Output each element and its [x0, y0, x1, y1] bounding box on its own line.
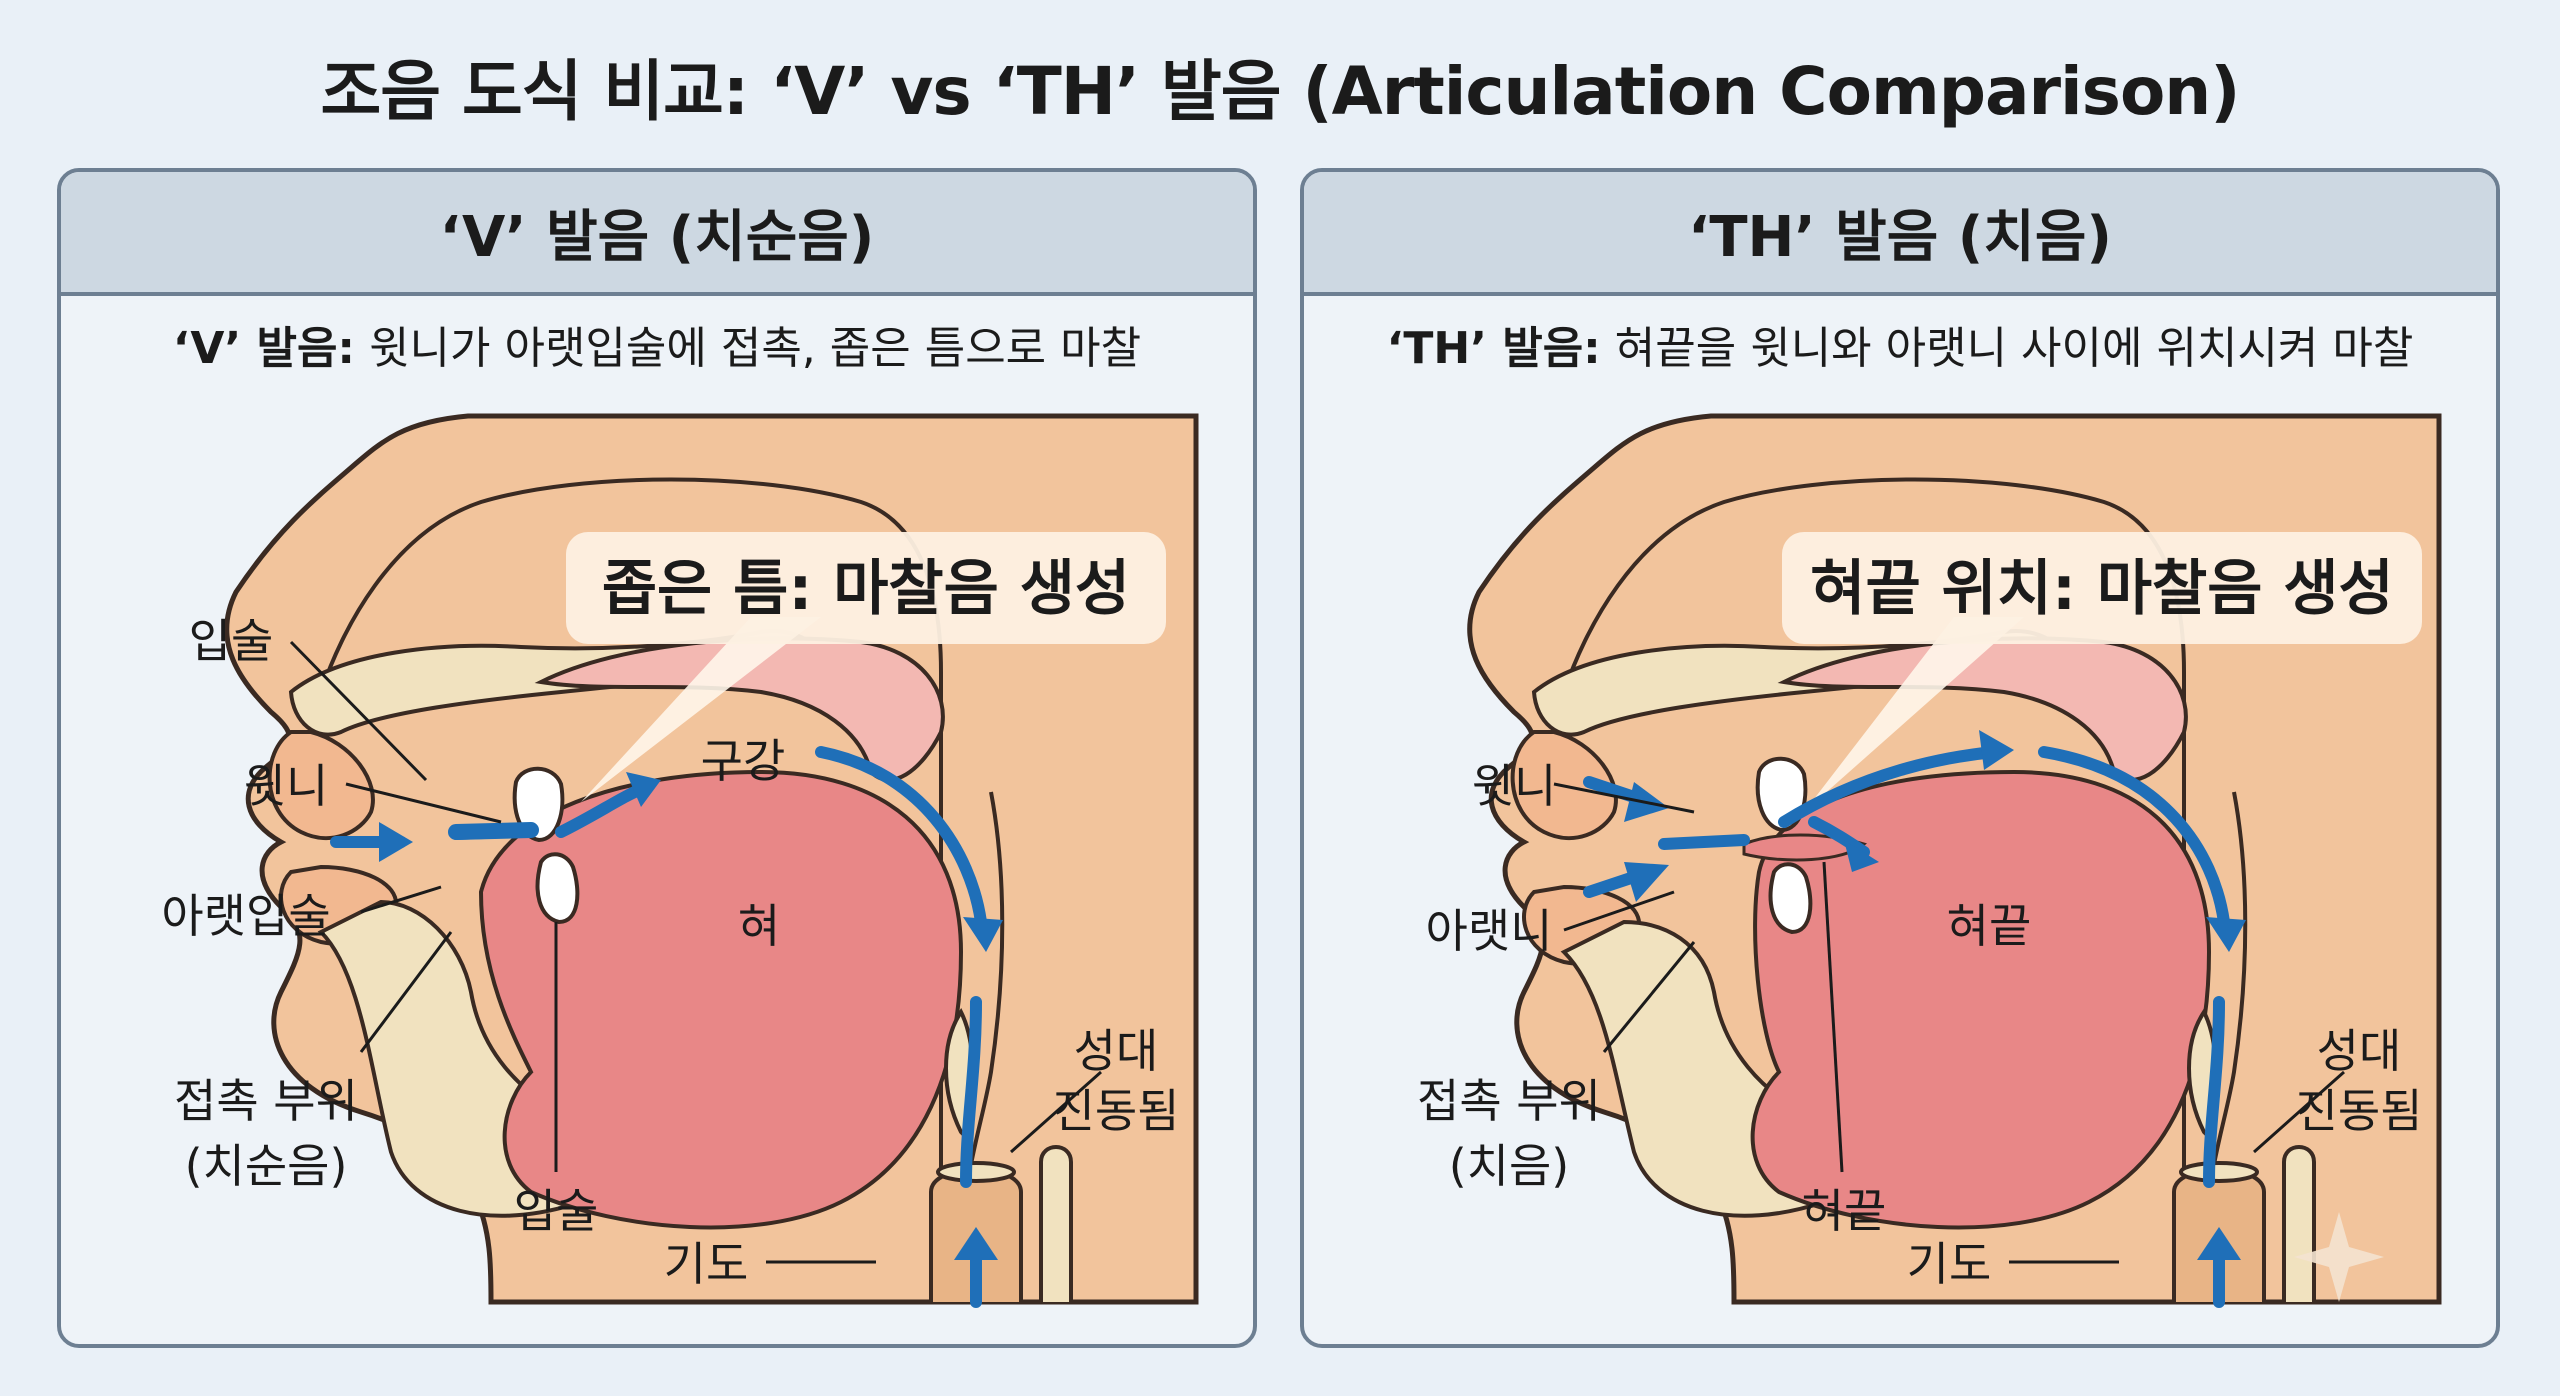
v-arrowhead-1 [379, 822, 413, 862]
sparkle-icon [2294, 1212, 2384, 1302]
th-articulation-diagram: 혀끝 위치: 마찰음 생성 윗니 아랫 [1417, 413, 2442, 1308]
th-callout-beam [1804, 617, 2024, 812]
v-arrowhead-2 [626, 772, 661, 807]
v-label-vocal-2: 진동됨 [1053, 1084, 1180, 1138]
v-label-vocal-1: 성대 [1074, 1024, 1159, 1078]
th-description-term: ‘TH’ 발음: [1386, 323, 1601, 374]
th-label-tongue-tip-bottom: 혀끝 [1802, 1184, 1887, 1238]
v-tongue [478, 769, 964, 1230]
th-leader-lower-teeth [1563, 890, 1675, 932]
th-label-contact-1: 접촉 부위 [1417, 1074, 1601, 1128]
v-leader-lines [289, 640, 1102, 1264]
th-label-airway: 기도 [1907, 1237, 1992, 1291]
th-airflow-pharynx [2203, 996, 2225, 1188]
th-arrowhead-4 [1979, 730, 2014, 770]
v-air-slit [448, 822, 539, 840]
th-callout-box [1782, 532, 2422, 644]
th-lower-tooth [1768, 862, 1813, 935]
v-label-contact-1: 접촉 부위 [174, 1074, 358, 1128]
v-leader-lips-top [289, 640, 428, 782]
th-arrowhead-2 [1624, 862, 1669, 902]
th-label-upper-teeth: 윗니 [1472, 759, 1557, 813]
th-arrowhead-5 [2206, 917, 2246, 952]
th-description-text: 혀끝을 윗니와 아랫니 사이에 위치시켜 마찰 [1600, 323, 2414, 374]
th-airflow-heads [1624, 730, 2246, 1260]
v-airflow-palate [815, 746, 987, 928]
th-airflow-slit [1658, 834, 1750, 850]
th-arrowhead-3 [1844, 840, 1879, 872]
th-leader-upper-teeth [1553, 782, 1695, 814]
th-label-lower-teeth: 아랫니 [1426, 904, 1553, 958]
v-panel-description: ‘V’ 발음: 윗니가 아랫입술에 접촉, 좁은 틈으로 마찰 [61, 312, 1253, 376]
v-leader-contact [359, 931, 453, 1053]
v-upper-lip [267, 730, 375, 841]
v-label-upper-teeth: 윗니 [244, 759, 329, 813]
th-tongue [1750, 769, 2212, 1230]
v-label-lips-bottom: 입술 [514, 1184, 599, 1238]
th-esophagus [2282, 1145, 2316, 1302]
v-leader-vocal [1010, 1070, 1102, 1154]
v-label-lips-top: 입술 [189, 614, 274, 668]
v-airflow-heads [379, 772, 1003, 1260]
v-label-tongue: 혀 [738, 899, 780, 953]
th-leader-contact [1602, 941, 1696, 1053]
th-airflow-tip [1808, 816, 1870, 858]
page-title: 조음 도식 비교: ‘V’ vs ‘TH’ 발음 (Articulation C… [320, 53, 2241, 130]
th-callout-text: 혀끝 위치: 마찰음 생성 [1810, 554, 2393, 624]
th-vocal-folds [2179, 1161, 2259, 1183]
v-vocal-folds [936, 1161, 1016, 1183]
th-label-tongue-tip-center: 혀끝 [1947, 899, 2032, 953]
th-panel-header: ‘TH’ 발음 (치음) [1304, 172, 2496, 296]
th-leader-lines [1553, 782, 2345, 1264]
v-description-term: ‘V’ 발음: [172, 323, 356, 374]
th-arrowhead-6 [2197, 1227, 2241, 1260]
th-leader-vocal [2253, 1070, 2345, 1154]
v-callout-beam [581, 617, 821, 802]
v-arrowhead-4 [954, 1227, 998, 1260]
v-lower-tooth [535, 852, 580, 925]
th-sound-panel: ‘TH’ 발음 (치음) ‘TH’ 발음: 혀끝을 윗니와 아랫니 사이에 위치… [1300, 168, 2500, 1348]
v-arrowhead-3 [963, 917, 1003, 952]
th-airflow-palate [2038, 746, 2230, 928]
v-label-airway: 기도 [664, 1237, 749, 1291]
v-label-oral-cavity: 구강 [701, 734, 786, 788]
v-callout-text: 좁은 틈: 마찰음 생성 [602, 554, 1130, 624]
th-label-vocal-1: 성대 [2317, 1024, 2402, 1078]
v-label-contact-2: (치순음) [185, 1139, 348, 1193]
v-leader-upper-teeth [345, 782, 502, 824]
v-articulation-diagram: 좁은 틈: 마찰음 생성 입술 [161, 413, 1199, 1308]
th-label-vocal-2: 진동됨 [2296, 1084, 2423, 1138]
v-label-lower-lip: 아랫입술 [161, 889, 330, 943]
th-tongue-tip [1742, 833, 1867, 862]
v-airflow-pharynx [960, 996, 982, 1188]
v-sound-panel: ‘V’ 발음 (치순음) ‘V’ 발음: 윗니가 아랫입술에 접촉, 좁은 틈으… [57, 168, 1257, 1348]
th-label-contact-2: (치음) [1449, 1139, 1570, 1193]
th-panel-description: ‘TH’ 발음: 혀끝을 윗니와 아랫니 사이에 위치시켜 마찰 [1304, 312, 2496, 376]
th-airflow-mouth [1778, 746, 2000, 828]
v-leader-lower-lip [360, 885, 442, 914]
v-description-text: 윗니가 아랫입술에 접촉, 좁은 틈으로 마찰 [355, 323, 1142, 374]
v-callout-box [566, 532, 1166, 644]
v-panel-header: ‘V’ 발음 (치순음) [61, 172, 1253, 296]
v-esophagus [1039, 1145, 1073, 1302]
th-leader-tongue-tip [1822, 861, 1844, 1173]
